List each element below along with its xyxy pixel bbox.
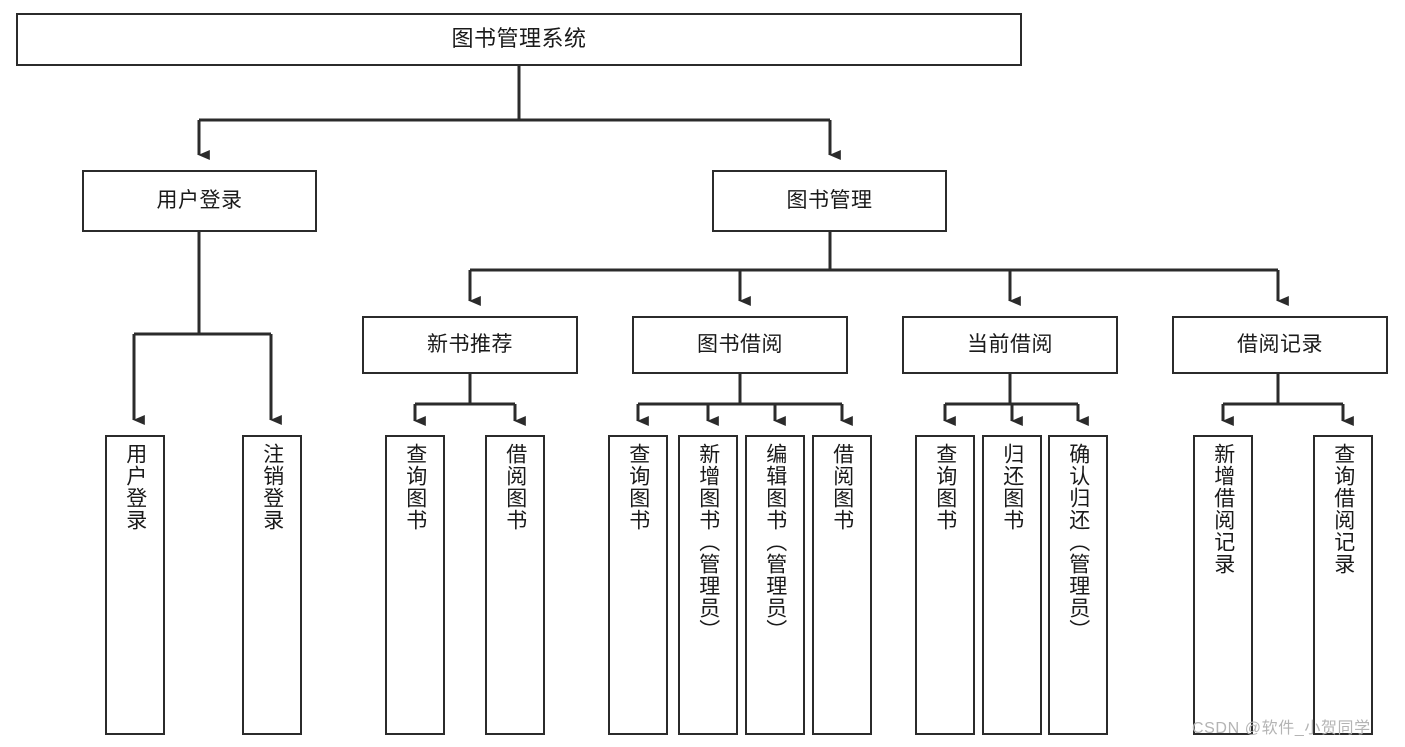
node-leaf-edit-book-label: 编辑图书（管理员）: [763, 443, 787, 641]
node-current-borrow[interactable]: 当前借阅: [902, 316, 1118, 374]
node-root-label: 图书管理系统: [451, 26, 587, 52]
node-leaf-query-book-3-label: 查询图书: [933, 443, 957, 531]
node-user-login[interactable]: 用户登录: [82, 170, 317, 232]
node-leaf-query-book-1-label: 查询图书: [403, 443, 427, 531]
node-leaf-user-login-label: 用户登录: [123, 443, 147, 531]
node-current-borrow-label: 当前借阅: [967, 333, 1053, 357]
node-leaf-add-book-label: 新增图书（管理员）: [696, 443, 720, 641]
node-leaf-confirm-return-label: 确认归还（管理员）: [1066, 443, 1090, 641]
node-new-book-recommend[interactable]: 新书推荐: [362, 316, 578, 374]
node-book-borrow[interactable]: 图书借阅: [632, 316, 848, 374]
node-root[interactable]: 图书管理系统: [16, 13, 1022, 66]
node-leaf-query-book-2-label: 查询图书: [626, 443, 650, 531]
node-leaf-query-borrow-record-label: 查询借阅记录: [1331, 443, 1355, 575]
node-leaf-borrow-book-2[interactable]: 借阅图书: [812, 435, 872, 735]
node-leaf-edit-book[interactable]: 编辑图书（管理员）: [745, 435, 805, 735]
node-leaf-add-book[interactable]: 新增图书（管理员）: [678, 435, 738, 735]
node-leaf-logout-label: 注销登录: [260, 443, 284, 531]
node-book-borrow-label: 图书借阅: [697, 333, 783, 357]
node-leaf-query-book-1[interactable]: 查询图书: [385, 435, 445, 735]
node-borrow-record[interactable]: 借阅记录: [1172, 316, 1388, 374]
node-leaf-logout[interactable]: 注销登录: [242, 435, 302, 735]
node-leaf-add-borrow-record-label: 新增借阅记录: [1211, 443, 1235, 575]
node-leaf-query-borrow-record[interactable]: 查询借阅记录: [1313, 435, 1373, 735]
node-leaf-borrow-book-1-label: 借阅图书: [503, 443, 527, 531]
node-book-manage[interactable]: 图书管理: [712, 170, 947, 232]
node-leaf-return-book-label: 归还图书: [1000, 443, 1024, 531]
node-leaf-add-borrow-record[interactable]: 新增借阅记录: [1193, 435, 1253, 735]
node-leaf-query-book-3[interactable]: 查询图书: [915, 435, 975, 735]
node-user-login-label: 用户登录: [156, 189, 243, 213]
node-leaf-return-book[interactable]: 归还图书: [982, 435, 1042, 735]
node-leaf-query-book-2[interactable]: 查询图书: [608, 435, 668, 735]
node-leaf-user-login[interactable]: 用户登录: [105, 435, 165, 735]
node-new-book-recommend-label: 新书推荐: [427, 333, 513, 357]
node-leaf-confirm-return[interactable]: 确认归还（管理员）: [1048, 435, 1108, 735]
node-book-manage-label: 图书管理: [786, 189, 873, 213]
node-leaf-borrow-book-2-label: 借阅图书: [830, 443, 854, 531]
node-leaf-borrow-book-1[interactable]: 借阅图书: [485, 435, 545, 735]
node-borrow-record-label: 借阅记录: [1237, 333, 1323, 357]
